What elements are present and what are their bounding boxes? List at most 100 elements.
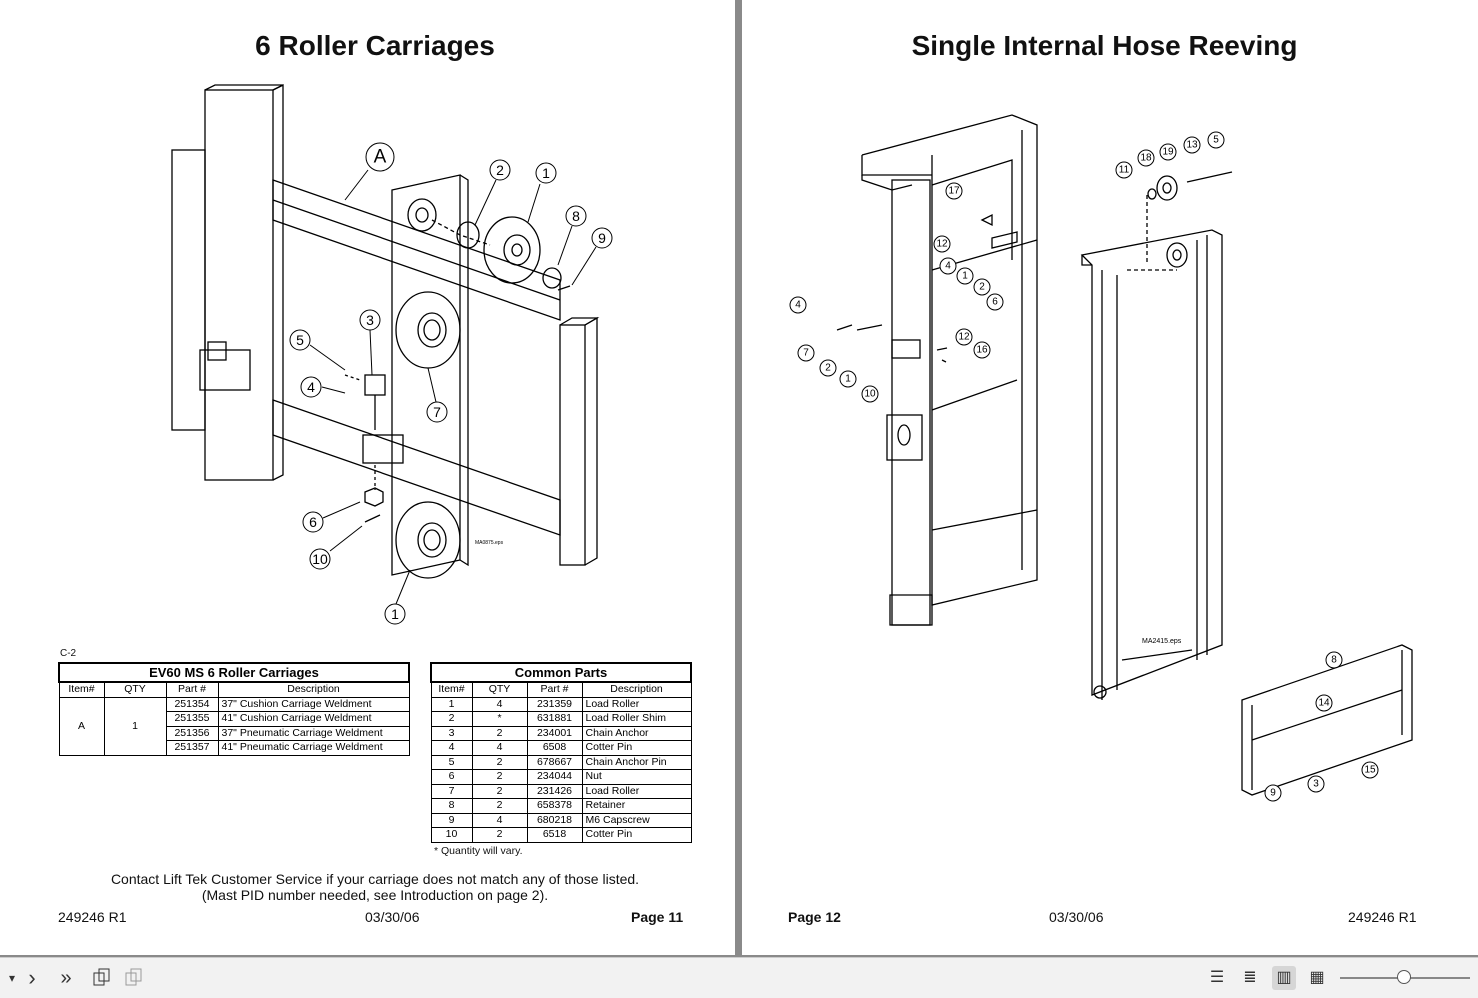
callout-label: 5 (1213, 135, 1219, 146)
item-cell: 3 (430, 725, 473, 741)
callout-marker (819, 359, 837, 377)
part-cell: 658378 (526, 798, 583, 814)
table-row: 251355 41" Cushion Carriage Weldment (59, 711, 410, 727)
col-header: Item# (430, 681, 473, 698)
desc-cell: M6 Capscrew (581, 812, 692, 828)
callout-label: 9 (1270, 788, 1276, 799)
callout-label: 13 (1186, 140, 1198, 151)
item-cell: 2 (430, 711, 473, 727)
callout-6: 6 (309, 514, 317, 530)
callout-label: 14 (1318, 698, 1330, 709)
callout-9: 9 (598, 230, 606, 246)
col-header: QTY (103, 681, 167, 698)
callout-marker (861, 385, 879, 403)
callout-8: 8 (572, 208, 580, 224)
desc-cell: Cotter Pin (581, 827, 692, 843)
callout-marker (986, 293, 1004, 311)
carriage-table: EV60 MS 6 Roller Carriages Item# QTY Par… (58, 662, 410, 756)
page-number-right: Page 12 (788, 909, 841, 925)
part-cell: 234001 (526, 725, 583, 741)
item-cell: 10 (430, 827, 473, 843)
callout-A: A (374, 147, 387, 168)
copy-page-icon[interactable] (122, 966, 146, 990)
diagram-filename-left: MA0875.eps (475, 540, 504, 546)
page-number-left: Page 11 (631, 909, 684, 925)
col-header: Part # (165, 681, 219, 698)
callout-label: 19 (1162, 147, 1174, 158)
desc-cell: Load Roller (581, 696, 692, 712)
callout-marker (1307, 775, 1325, 793)
callout-label: 7 (803, 348, 809, 359)
qty-cell: 2 (471, 754, 528, 770)
callout-label: 12 (958, 332, 970, 343)
callout-2: 2 (496, 162, 504, 178)
callout-marker (956, 267, 974, 285)
callout-marker (1264, 784, 1282, 802)
callout-label: 1 (962, 271, 968, 282)
doc-number-left: 249246 R1 (58, 909, 127, 925)
zoom-slider-handle[interactable] (1397, 970, 1411, 984)
part-cell: 251357 (165, 740, 219, 756)
col-header: Part # (526, 681, 583, 698)
facing-view-icon[interactable]: ▥ (1272, 966, 1296, 990)
qty-cell: 2 (471, 783, 528, 799)
callout-label: 11 (1119, 165, 1130, 176)
callout-label: 16 (976, 345, 988, 356)
date-left: 03/30/06 (365, 909, 420, 925)
desc-cell: Load Roller (581, 783, 692, 799)
roller-carriage-diagram: MA0875.eps (171, 83, 600, 579)
qty-cell: 2 (471, 769, 528, 785)
callout-10: 10 (312, 551, 328, 567)
callout-label: 18 (1140, 153, 1152, 164)
callout-label: 10 (864, 389, 876, 400)
callout-marker (1183, 136, 1201, 154)
callout-marker (939, 257, 957, 275)
single-page-view-icon[interactable]: ☰ (1209, 969, 1225, 986)
part-cell: 680218 (526, 812, 583, 828)
callout-marker (933, 235, 951, 253)
qty-cell: 4 (471, 740, 528, 756)
next-page-icon[interactable]: › (28, 965, 36, 990)
callout-marker (1207, 131, 1225, 149)
continuous-view-icon[interactable]: ≣ (1243, 969, 1257, 986)
callout-marker (1115, 161, 1133, 179)
diagram-filename-right: MA2415.eps (1142, 638, 1182, 645)
last-page-icon[interactable]: » (60, 967, 72, 989)
doc-number-right: 249246 R1 (1348, 909, 1417, 925)
rotate-icon[interactable] (90, 966, 114, 990)
chevron-down-icon[interactable]: ▾ (8, 971, 16, 985)
part-cell: 251356 (165, 725, 219, 741)
left-page: 6 Roller Carriages (0, 0, 735, 955)
part-cell: 6518 (526, 827, 583, 843)
item-cell: 8 (430, 798, 473, 814)
part-cell: 234044 (526, 769, 583, 785)
contact-line-1: Contact Lift Tek Customer Service if you… (110, 871, 640, 887)
callout-label: 4 (795, 300, 801, 311)
viewer-toolbar: ▾ › » ☰ ≣ ▥ ▦ (0, 957, 1478, 998)
contact-line-2: (Mast PID number needed, see Introductio… (201, 887, 549, 903)
callout-label: 15 (1364, 765, 1376, 776)
callout-5: 5 (296, 332, 304, 348)
callout-4: 4 (307, 379, 315, 395)
part-cell: 631881 (526, 711, 583, 727)
callout-marker (839, 370, 857, 388)
callout-marker (1137, 149, 1155, 167)
table-row: 251357 41" Pneumatic Carriage Weldment (59, 740, 410, 756)
qty-cell: 2 (471, 827, 528, 843)
grid-view-icon[interactable]: ▦ (1309, 969, 1325, 986)
desc-cell: Cotter Pin (581, 740, 692, 756)
item-cell: 4 (430, 740, 473, 756)
qty-cell: 4 (471, 696, 528, 712)
item-cell: A (58, 696, 105, 756)
section-label: C-2 (60, 648, 77, 659)
callout-marker (797, 344, 815, 362)
col-header: Item# (58, 681, 105, 698)
callout-marker (1315, 694, 1333, 712)
